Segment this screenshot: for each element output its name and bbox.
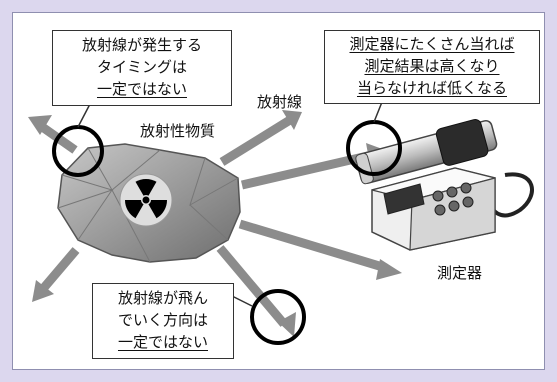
callout-measurement-line-2: 測定結果は高くなり [364,57,500,75]
arrow-to-radiation-label [219,116,293,166]
survey-meter-icon [355,118,534,251]
arrow-down-right [216,245,288,327]
label-radiation: 放射線 [257,93,303,111]
callout-timing-line-2: タイミングは [96,58,187,76]
callout-timing: 放射線が発生する タイミングは 一定ではない [52,30,232,106]
callout-timing-line-3: 一定ではない [96,80,187,98]
callout-direction-line-1: 放射線が飛ん [117,289,208,307]
radiation-arrows [35,116,388,327]
callout-measurement: 測定器にたくさん当れば 測定結果は高くなり 当らなければ低くなる [324,30,540,104]
label-radioactive-material: 放射性物質 [140,122,216,140]
radiation-trefoil-icon [119,173,173,227]
callout-measurement-line-3: 当らなければ低くなる [356,79,507,97]
arrow-down-left [38,247,80,293]
highlight-circle-direction [250,289,306,345]
callout-direction-line-2: でいく方向は [117,311,208,329]
arrow-to-meter [238,219,388,273]
label-meter: 測定器 [437,264,483,282]
callout-timing-line-1: 放射線が発生する [81,36,202,54]
callout-direction-line-3: 一定ではない [117,333,208,351]
callout-direction: 放射線が飛ん でいく方向は 一定ではない [92,283,234,359]
callout-measurement-line-1: 測定器にたくさん当れば [349,35,515,53]
